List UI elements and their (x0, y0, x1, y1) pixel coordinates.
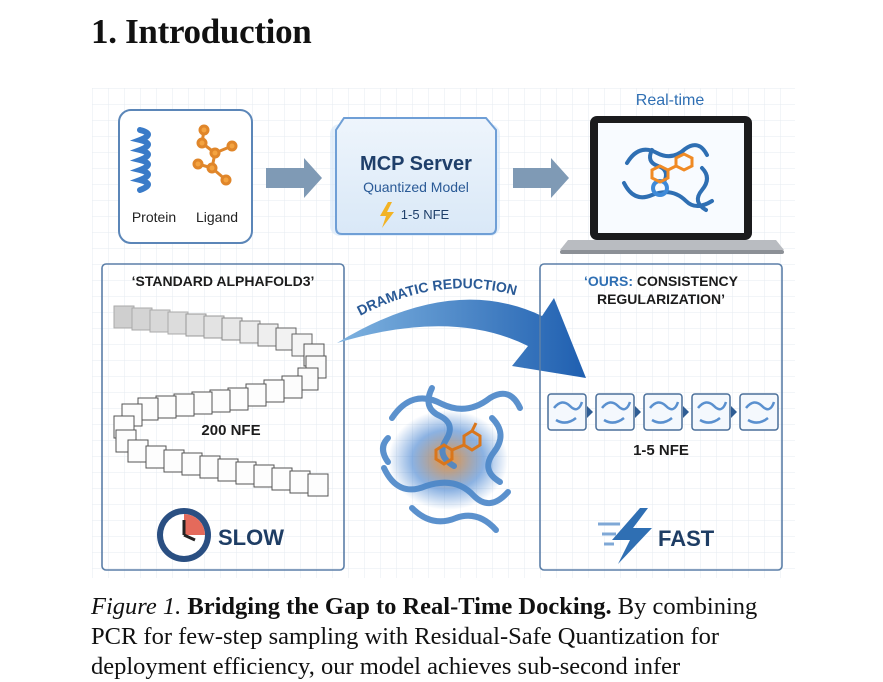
arrow-right-icon (266, 158, 322, 198)
ours-panel-title-line1: ‘OURS: CONSISTENCY (584, 273, 739, 289)
section-number: 1. (91, 12, 117, 51)
ours-panel-title-line2: REGULARIZATION’ (597, 291, 725, 307)
fast-label: FAST (658, 526, 715, 551)
laptop-icon: Real-time (560, 92, 784, 254)
arrow-right-icon (513, 158, 569, 198)
standard-panel-title: ‘STANDARD ALPHAFOLD3’ (132, 273, 315, 289)
standard-alphafold3-panel: ‘STANDARD ALPHAFOLD3’ (101, 263, 345, 571)
sampling-frames-spiral (113, 305, 329, 497)
server-subtitle: Quantized Model (363, 179, 469, 195)
caption-text: By combining PCR for few-step sampling w… (91, 593, 758, 680)
section-heading: 1. Introduction (91, 12, 312, 52)
ligand-label: Ligand (196, 209, 238, 225)
figure-caption: Figure 1. Bridging the Gap to Real-Time … (91, 592, 803, 682)
ours-rest: CONSISTENCY (633, 273, 739, 289)
input-box: Protein Ligand (118, 109, 253, 244)
laptop-label: Real-time (636, 92, 705, 109)
ligand-molecule-icon (650, 152, 694, 184)
server-title: MCP Server (360, 153, 472, 175)
server-box: MCP Server Quantized Model 1-5 NFE (330, 117, 500, 236)
ligand-molecule-icon (192, 124, 238, 186)
caption-title: Bridging the Gap to Real-Time Docking. (187, 593, 612, 620)
server-nfe: 1-5 NFE (401, 207, 450, 222)
docked-complex-icon (380, 385, 523, 533)
ours-consistency-panel: ‘OURS: CONSISTENCY REGULARIZATION’ (539, 263, 783, 571)
lightning-icon (380, 202, 394, 228)
lightning-icon (598, 508, 652, 564)
figure-1: Protein Ligand MCP Server Quantized Mode… (92, 88, 795, 578)
caption-label: Figure 1. (91, 593, 182, 620)
slow-label: SLOW (218, 525, 284, 550)
few-step-frames (547, 393, 779, 431)
clock-icon (157, 508, 211, 562)
protein-label: Protein (132, 209, 176, 225)
ours-nfe-label: 1-5 NFE (633, 442, 689, 459)
section-title: Introduction (125, 12, 312, 51)
figure-illustration: Protein Ligand MCP Server Quantized Mode… (92, 88, 795, 578)
protein-helix-icon (129, 127, 151, 193)
ours-prefix: ‘OURS: (584, 273, 633, 289)
standard-nfe-label: 200 NFE (201, 422, 260, 439)
